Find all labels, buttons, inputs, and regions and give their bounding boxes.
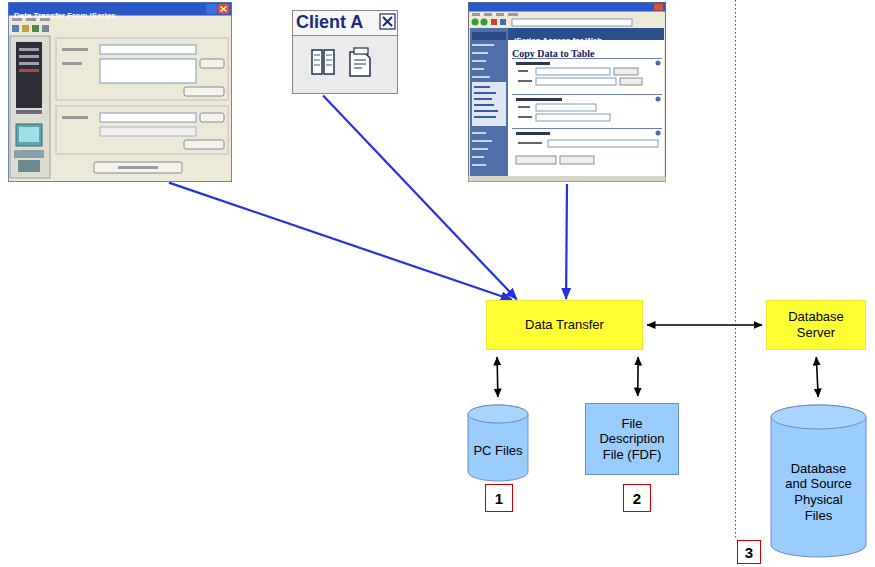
page-heading: Copy Data to Table	[512, 48, 595, 59]
window-title: Client A	[296, 12, 363, 32]
callout-box: 2	[623, 484, 651, 512]
window-title: Data Transfer From iSeries	[14, 11, 116, 20]
text-holder: Copy Data to Table	[512, 43, 595, 61]
flow-arrow	[565, 184, 568, 299]
callout-number: 1	[495, 490, 503, 507]
file-box: File Description File (FDF)	[585, 403, 679, 475]
storage-cylinder-shape	[467, 404, 529, 482]
divider-line	[735, 0, 736, 540]
flow-arrow	[496, 357, 498, 397]
window-title: iSeries Access for Web	[514, 36, 602, 45]
text-holder: Client A	[296, 13, 363, 33]
callout-number: 2	[633, 490, 641, 507]
cylinder-top	[771, 405, 866, 429]
callout-number: 3	[745, 544, 753, 561]
callout-box: 3	[737, 540, 761, 564]
transfer-window-screenshot-art	[8, 2, 232, 182]
callout-box: 1	[485, 484, 513, 512]
flow-arrow	[637, 357, 639, 396]
node-label: Database Server	[771, 309, 861, 340]
flow-arrow	[816, 357, 818, 397]
node-label: PC Files	[473, 443, 522, 459]
storage-cylinder: PC Files	[467, 404, 529, 482]
server-box: Database Server	[766, 300, 866, 350]
node-label: File Description File (FDF)	[591, 416, 673, 463]
cylinder-body	[771, 405, 866, 557]
process-box: Data Transfer	[486, 300, 643, 350]
cylinder-body	[468, 405, 528, 481]
node-label: Database and Source Physical Files	[783, 461, 855, 523]
box-fill	[767, 301, 866, 350]
flow-arrow	[647, 324, 762, 326]
text-holder: iSeries Access for Web	[514, 29, 602, 47]
box-fill	[586, 404, 679, 475]
cylinder-top	[468, 405, 528, 423]
node-label: Data Transfer	[525, 317, 604, 333]
text-holder: Data Transfer From iSeries	[14, 4, 116, 22]
box-fill	[487, 301, 643, 350]
transfer-window-screenshot: Data Transfer From iSeries	[8, 2, 232, 182]
storage-cylinder: Database and Source Physical Files	[770, 404, 867, 558]
browser-screenshot-art	[468, 2, 666, 182]
browser-screenshot: iSeries Access for WebCopy Data to Table	[468, 2, 666, 182]
client-access-icon-window: Client A	[292, 10, 398, 94]
